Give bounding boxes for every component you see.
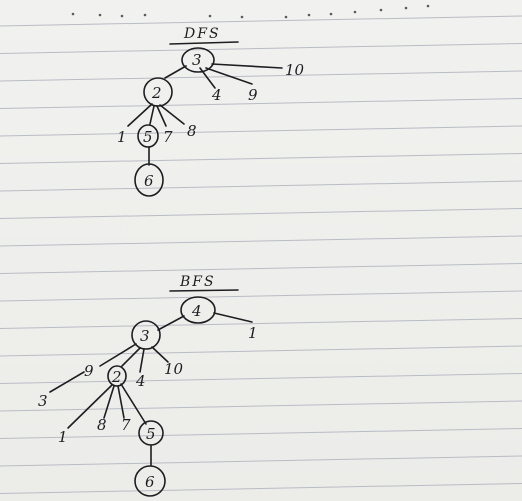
bfs-node-label: 10 bbox=[164, 360, 184, 378]
ruled-line bbox=[0, 153, 522, 164]
ruled-lines bbox=[0, 15, 522, 494]
ruled-line bbox=[0, 483, 522, 494]
ruled-line bbox=[0, 98, 522, 109]
ruled-line bbox=[0, 400, 522, 412]
dfs-node-label: 2 bbox=[151, 84, 162, 102]
dfs-tree: DFS 3 2 4 9 10 1 5 7 8 6 bbox=[117, 26, 305, 197]
bfs-edge bbox=[120, 383, 147, 425]
bfs-node-circle bbox=[180, 296, 216, 324]
dfs-edge bbox=[211, 63, 283, 69]
ruled-line bbox=[0, 208, 522, 219]
dfs-node-circle bbox=[181, 47, 215, 73]
bfs-node-label: 6 bbox=[145, 473, 155, 491]
bfs-title-underline bbox=[169, 289, 239, 292]
dfs-edge bbox=[149, 105, 155, 125]
bfs-edge bbox=[157, 315, 185, 331]
bfs-node-label: 1 bbox=[58, 428, 68, 446]
bfs-tree: BFS 4 1 3 9 2 4 10 3 1 8 7 bbox=[38, 274, 258, 497]
bfs-edge bbox=[117, 385, 125, 419]
dfs-title-underline bbox=[169, 41, 239, 45]
ruled-line bbox=[0, 70, 522, 82]
bfs-node-label: 5 bbox=[146, 425, 156, 443]
dfs-edge bbox=[159, 104, 185, 125]
bfs-root-label: 4 bbox=[191, 302, 202, 320]
bfs-node-label: 3 bbox=[38, 392, 48, 410]
ruled-line bbox=[0, 455, 522, 467]
ruled-line bbox=[0, 125, 522, 137]
bfs-node-label: 4 bbox=[135, 372, 146, 390]
bfs-edge bbox=[121, 347, 141, 367]
ruled-line bbox=[0, 373, 522, 384]
bfs-edge bbox=[103, 385, 115, 419]
bfs-node-label: 3 bbox=[140, 327, 150, 345]
bfs-edge bbox=[67, 384, 113, 429]
dfs-node-label: 9 bbox=[248, 86, 258, 104]
dfs-node-circle bbox=[137, 124, 159, 148]
spiral-holes bbox=[71, 4, 430, 19]
ruled-line bbox=[0, 180, 522, 192]
bfs-edge bbox=[213, 312, 253, 323]
dfs-edge bbox=[164, 65, 187, 79]
bfs-edge bbox=[49, 371, 85, 393]
dfs-node-label: 6 bbox=[144, 172, 154, 190]
bfs-node-label: 9 bbox=[84, 362, 94, 380]
ruled-line bbox=[0, 263, 522, 274]
bfs-node-circle bbox=[134, 465, 166, 497]
ruled-line bbox=[0, 428, 522, 439]
dfs-node-label: 8 bbox=[187, 122, 197, 140]
dfs-edge bbox=[156, 105, 167, 127]
dfs-node-circle bbox=[143, 77, 173, 107]
dfs-edge bbox=[127, 103, 153, 127]
dfs-edge bbox=[199, 67, 216, 89]
dfs-node-label: 10 bbox=[285, 61, 305, 79]
bfs-edge bbox=[139, 348, 145, 373]
bfs-title: BFS bbox=[179, 274, 216, 290]
ruled-line bbox=[0, 318, 522, 329]
bfs-node-circle bbox=[107, 365, 127, 387]
ruled-line bbox=[0, 235, 522, 247]
dfs-node-label: 1 bbox=[117, 128, 127, 146]
bfs-node-label: 2 bbox=[111, 368, 122, 386]
bfs-node-label: 8 bbox=[97, 416, 107, 434]
dfs-edge bbox=[205, 67, 253, 85]
bfs-node-label: 1 bbox=[248, 324, 258, 342]
bfs-node-label: 7 bbox=[121, 416, 131, 434]
ruled-line bbox=[0, 15, 522, 27]
dfs-title: DFS bbox=[183, 26, 221, 42]
ruled-line bbox=[0, 290, 522, 302]
dfs-node-label: 5 bbox=[143, 128, 153, 146]
dfs-root-label: 3 bbox=[192, 51, 202, 69]
dfs-node-label: 4 bbox=[211, 86, 222, 104]
dfs-node-label: 7 bbox=[163, 128, 173, 146]
bfs-edge bbox=[99, 343, 137, 367]
dfs-node-circle bbox=[134, 163, 164, 197]
bfs-node-circle bbox=[131, 320, 161, 350]
ruled-line bbox=[0, 43, 522, 54]
ruled-line bbox=[0, 345, 522, 357]
bfs-edge bbox=[151, 346, 169, 363]
